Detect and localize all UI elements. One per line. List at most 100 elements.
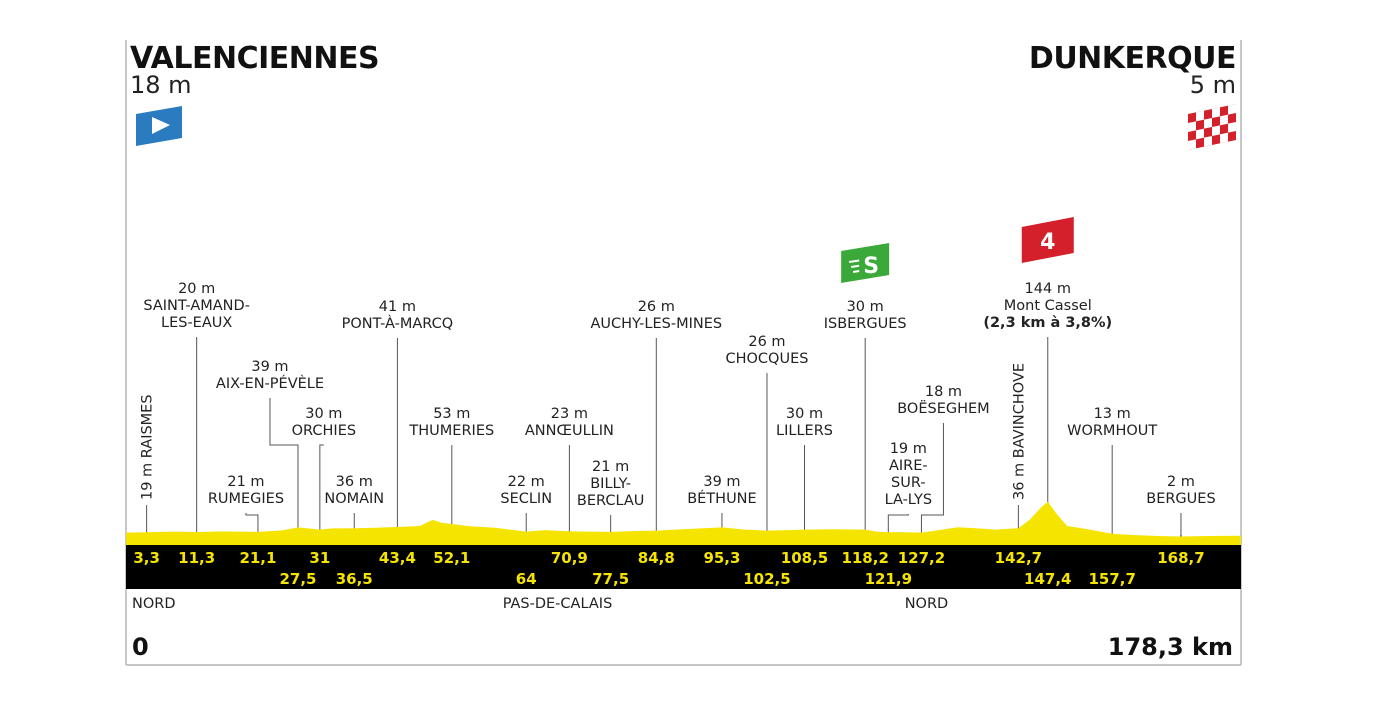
waypoint-altitude: 20 m [178, 281, 215, 297]
km-label: 84,8 [638, 549, 675, 567]
waypoint-markers: S4 [841, 217, 1074, 283]
km-label: 36,5 [336, 570, 373, 588]
km-label: 77,5 [592, 570, 629, 588]
waypoint-altitude: 36 m [336, 474, 373, 490]
km-label: 64 [516, 570, 537, 588]
sprint-flag-shape [841, 243, 890, 283]
waypoint-altitude: 21 m [592, 459, 629, 475]
km-label: 142,7 [995, 549, 1042, 567]
km-labels: 3,3 11,3 21,127,5 31 36,5 43,4 52,1 64 70,977,5 8… [133, 549, 1204, 588]
waypoint-name: NOMAIN [324, 491, 384, 507]
checkered-flag-square [1228, 121, 1236, 133]
leader-line [245, 513, 259, 535]
waypoint-name: ANNŒULLIN [525, 423, 614, 439]
waypoint-altitude: 30 m [786, 406, 823, 422]
waypoint-name: SUR- [891, 475, 926, 491]
waypoint-altitude: 39 m [703, 474, 740, 490]
start-city-name: VALENCIENNES [130, 41, 379, 76]
start-city-altitude: 18 m [130, 71, 192, 99]
waypoint-name: Mont Cassel [1004, 298, 1092, 314]
km-label: 95,3 [703, 549, 740, 567]
finish-city-name: DUNKERQUE [1029, 41, 1236, 76]
waypoint-name: WORMHOUT [1067, 423, 1157, 439]
km-label: 118,2 [841, 549, 888, 567]
climb-flag-shape [1021, 217, 1074, 263]
checkered-flag-square [1228, 103, 1236, 115]
km-label: 147,4 [1024, 570, 1071, 588]
waypoint-name: PONT-À-MARCQ [342, 315, 454, 332]
region-label: PAS-DE-CALAIS [503, 596, 613, 612]
leader-line [887, 514, 909, 535]
waypoint-label-vertical: 19 m RAISMES [140, 394, 156, 500]
waypoint-name: AIX-EN-PÉVÈLE [216, 375, 324, 392]
km-label: 108,5 [781, 549, 828, 567]
waypoint-altitude: 13 m [1094, 406, 1131, 422]
km-label: 52,1 [433, 549, 470, 567]
checkered-flag-square [1220, 132, 1228, 144]
waypoint-name: ORCHIES [292, 423, 356, 439]
km-label: 168,7 [1157, 549, 1204, 567]
waypoint-altitude: 30 m [305, 406, 342, 422]
region-label: NORD [905, 596, 949, 612]
leader-line [269, 398, 299, 535]
waypoint-name: AUCHY-LES-MINES [590, 316, 722, 332]
waypoint-altitude: 21 m [227, 474, 264, 490]
waypoint-name: SECLIN [500, 491, 552, 507]
waypoint-name: CHOCQUES [725, 351, 808, 367]
km-label: 157,7 [1088, 570, 1135, 588]
waypoint-altitude: 144 m [1025, 281, 1071, 297]
waypoint-name: LA-LYS [885, 492, 932, 508]
waypoint-altitude: 26 m [638, 299, 675, 315]
leader-line [319, 444, 324, 535]
km-label: 31 [309, 549, 330, 567]
waypoint-name: BOËSEGHEM [897, 399, 989, 417]
checkered-flag-square [1212, 125, 1220, 136]
elevation-profile-area [126, 501, 1241, 545]
checkered-flag-square [1196, 110, 1204, 122]
waypoint-altitude: 39 m [251, 359, 288, 375]
distance-start: 0 [132, 633, 149, 661]
km-label: 70,9 [551, 549, 588, 567]
waypoint-altitude: 26 m [748, 334, 785, 350]
waypoint-name: BÉTHUNE [687, 490, 757, 507]
km-label: 127,2 [898, 549, 945, 567]
waypoint-name: AIRE- [889, 458, 928, 474]
waypoint-name: SAINT-AMAND- [143, 298, 250, 314]
waypoint-name: BERGUES [1146, 491, 1215, 507]
waypoint-altitude: 22 m [508, 474, 545, 490]
checkered-flag-square [1188, 121, 1196, 132]
km-label: 27,5 [279, 570, 316, 588]
waypoint-altitude: 18 m [925, 384, 962, 400]
sprint-icon: S [841, 243, 890, 283]
waypoint-altitude: 53 m [433, 406, 470, 422]
checkered-flag-square [1212, 107, 1220, 118]
checkered-flag-icon [1188, 103, 1236, 150]
checkered-flag-square [1204, 135, 1212, 147]
km-label: 11,3 [178, 549, 215, 567]
km-label: 43,4 [379, 549, 416, 567]
waypoint-name: RUMEGIES [208, 491, 284, 507]
checkered-flag-square [1196, 128, 1204, 140]
waypoint-name: BERCLAU [577, 493, 645, 509]
leader-line [920, 423, 944, 535]
waypoint-altitude: 19 m [890, 441, 927, 457]
checkered-flag-square [1220, 114, 1228, 126]
start-flag-icon [136, 106, 182, 146]
km-label: 121,9 [865, 570, 912, 588]
waypoint-name: LILLERS [776, 423, 833, 439]
climb-category-label: 4 [1040, 230, 1055, 255]
sprint-speed-lines [849, 259, 860, 273]
waypoint-altitude: 2 m [1167, 474, 1195, 490]
km-label: 102,5 [743, 570, 790, 588]
waypoint-name: ISBERGUES [824, 316, 907, 332]
waypoint-name: THUMERIES [408, 423, 494, 439]
waypoint-altitude: 30 m [847, 299, 884, 315]
climb-detail: (2,3 km à 3,8%) [983, 315, 1112, 331]
sprint-letter: S [863, 254, 879, 279]
waypoint-name: BILLY- [590, 476, 631, 492]
km-label: 3,3 [133, 549, 160, 567]
km-band [126, 545, 1241, 589]
km-label: 21,1 [239, 549, 276, 567]
